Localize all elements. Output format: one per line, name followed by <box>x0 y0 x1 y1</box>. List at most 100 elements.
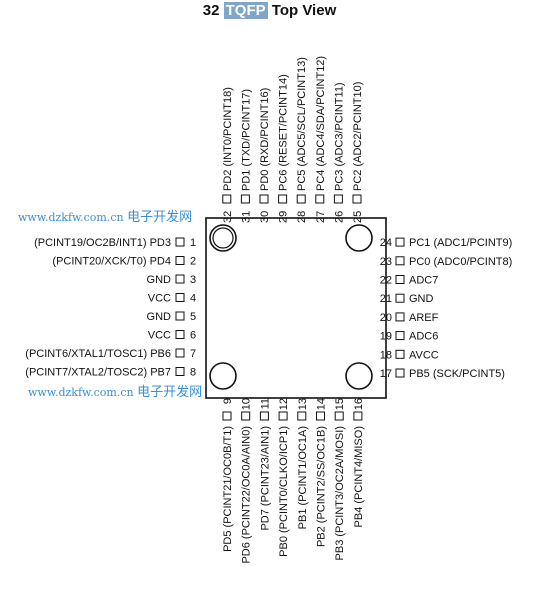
pin-label: PD1 (TXD/PCINT17) <box>240 89 252 191</box>
pin-pad <box>334 411 344 421</box>
pin-number: 9 <box>222 398 234 404</box>
watermark-cn: 电子开发网 <box>127 210 193 225</box>
pin-label: PC6 (RESET/PCINT14) <box>278 74 290 191</box>
pin-label: AVCC <box>409 349 439 361</box>
corner-circle-top-right <box>345 224 373 252</box>
pin-number: 4 <box>190 293 196 305</box>
pin-number: 16 <box>353 398 365 410</box>
pin-label: PB3 (PCINT3/OC2A/MOSI) <box>334 426 346 560</box>
pin-22: 22 ADC7 <box>380 275 439 287</box>
pin-4: 4 VCC <box>148 293 196 305</box>
pin-label: GND <box>147 311 172 323</box>
pin-number: 27 <box>315 211 327 223</box>
pin-pad <box>395 349 405 359</box>
pin-number: 23 <box>380 256 392 268</box>
pin-label: GND <box>409 293 434 305</box>
pin-number: 32 <box>222 211 234 223</box>
watermark-top: www.dzkfw.com.cn 电子开发网 <box>18 206 192 225</box>
pin-2: 2(PCINT20/XCK/T0) PD4 <box>52 256 196 268</box>
title-highlight: TQFP <box>223 2 268 19</box>
pin-number: 6 <box>190 330 196 342</box>
pin-label: (PCINT7/XTAL2/TOSC2) PB7 <box>25 367 171 379</box>
pin-label: VCC <box>148 330 171 342</box>
pin-number: 28 <box>296 211 308 223</box>
pin-pad <box>240 194 250 204</box>
pin-8: 8(PCINT7/XTAL2/TOSC2) PB7 <box>25 367 196 379</box>
pins-layer: 1(PCINT19/OC2B/INT1) PD3 2(PCINT20/XCK/T0… <box>25 56 512 564</box>
pin-23: 23 PC0 (ADC0/PCINT8) <box>380 256 513 268</box>
pin-pad <box>352 194 362 204</box>
pin-label: PD2 (INT0/PCINT18) <box>222 87 234 191</box>
pin-label: PC0 (ADC0/PCINT8) <box>409 256 512 268</box>
pin-label: PD0 (RXD/PCINT16) <box>259 88 271 191</box>
pin-pad <box>395 275 405 284</box>
pin-pad <box>395 368 405 378</box>
pin-label: PC4 (ADC4/SDA/PCINT12) <box>315 56 327 191</box>
pin-label: PB4 (PCINT4/MISO) <box>353 426 365 527</box>
pin-pad <box>395 256 405 266</box>
pin-7: 7(PCINT6/XTAL1/TOSC1) PB6 <box>25 348 196 360</box>
pin-label: PC2 (ADC2/PCINT10) <box>352 82 364 191</box>
corner-circle-bottom-right <box>345 362 373 390</box>
pin-label: PD7 (PCINT23/AIN1) <box>259 426 271 531</box>
pin-pad <box>175 348 185 358</box>
pin-pad <box>297 411 307 421</box>
pin1-indicator-circle <box>209 224 237 252</box>
pin-label: PC3 (ADC3/PCINT11) <box>333 82 345 191</box>
pin-label: PC5 (ADC5/SCL/PCINT13) <box>296 57 308 191</box>
pin-number: 17 <box>380 368 392 380</box>
pin-number: 15 <box>334 398 346 410</box>
pin-number: 31 <box>240 211 252 223</box>
pin-pad <box>259 411 269 421</box>
pin-pad <box>175 237 185 247</box>
pin-number: 19 <box>380 331 392 343</box>
pin-pad <box>175 330 185 339</box>
pin-pad <box>175 293 185 302</box>
pin-number: 29 <box>278 211 290 223</box>
pin-pad <box>175 256 185 265</box>
pin-label: PB1 (PCINT1/OC1A) <box>297 426 309 529</box>
pin-pad <box>353 411 363 421</box>
pin-pad <box>241 411 251 421</box>
pin-number: 2 <box>190 256 196 268</box>
watermark-bottom: www.dzkfw.com.cn 电子开发网 <box>28 381 202 400</box>
pin-label: PB2 (PCINT2/SS/OC1B) <box>316 426 328 547</box>
pin-label: VCC <box>148 293 171 305</box>
pin1-indicator-inner <box>212 227 234 249</box>
pin-label: AREF <box>409 312 439 324</box>
pin-pad <box>333 194 343 204</box>
pin-number: 10 <box>241 398 253 410</box>
pin-6: 6 VCC <box>148 330 196 342</box>
pin-pad <box>278 194 288 204</box>
pin-number: 11 <box>259 398 271 409</box>
pin-pad <box>175 311 185 321</box>
pin-number: 30 <box>259 211 271 223</box>
pin-pad <box>175 274 185 284</box>
pin-number: 18 <box>380 349 392 361</box>
pin-label: ADC7 <box>409 275 438 287</box>
pin-label: (PCINT19/OC2B/INT1) PD3 <box>34 237 171 249</box>
pin-1: 1(PCINT19/OC2B/INT1) PD3 <box>34 237 196 249</box>
pin-number: 22 <box>380 275 392 287</box>
page-title: 32 TQFP Top View <box>0 2 539 19</box>
title-prefix: 32 <box>202 2 224 19</box>
pin-pad <box>296 194 306 204</box>
pin-number: 14 <box>316 398 328 410</box>
pin-pad <box>395 312 405 322</box>
